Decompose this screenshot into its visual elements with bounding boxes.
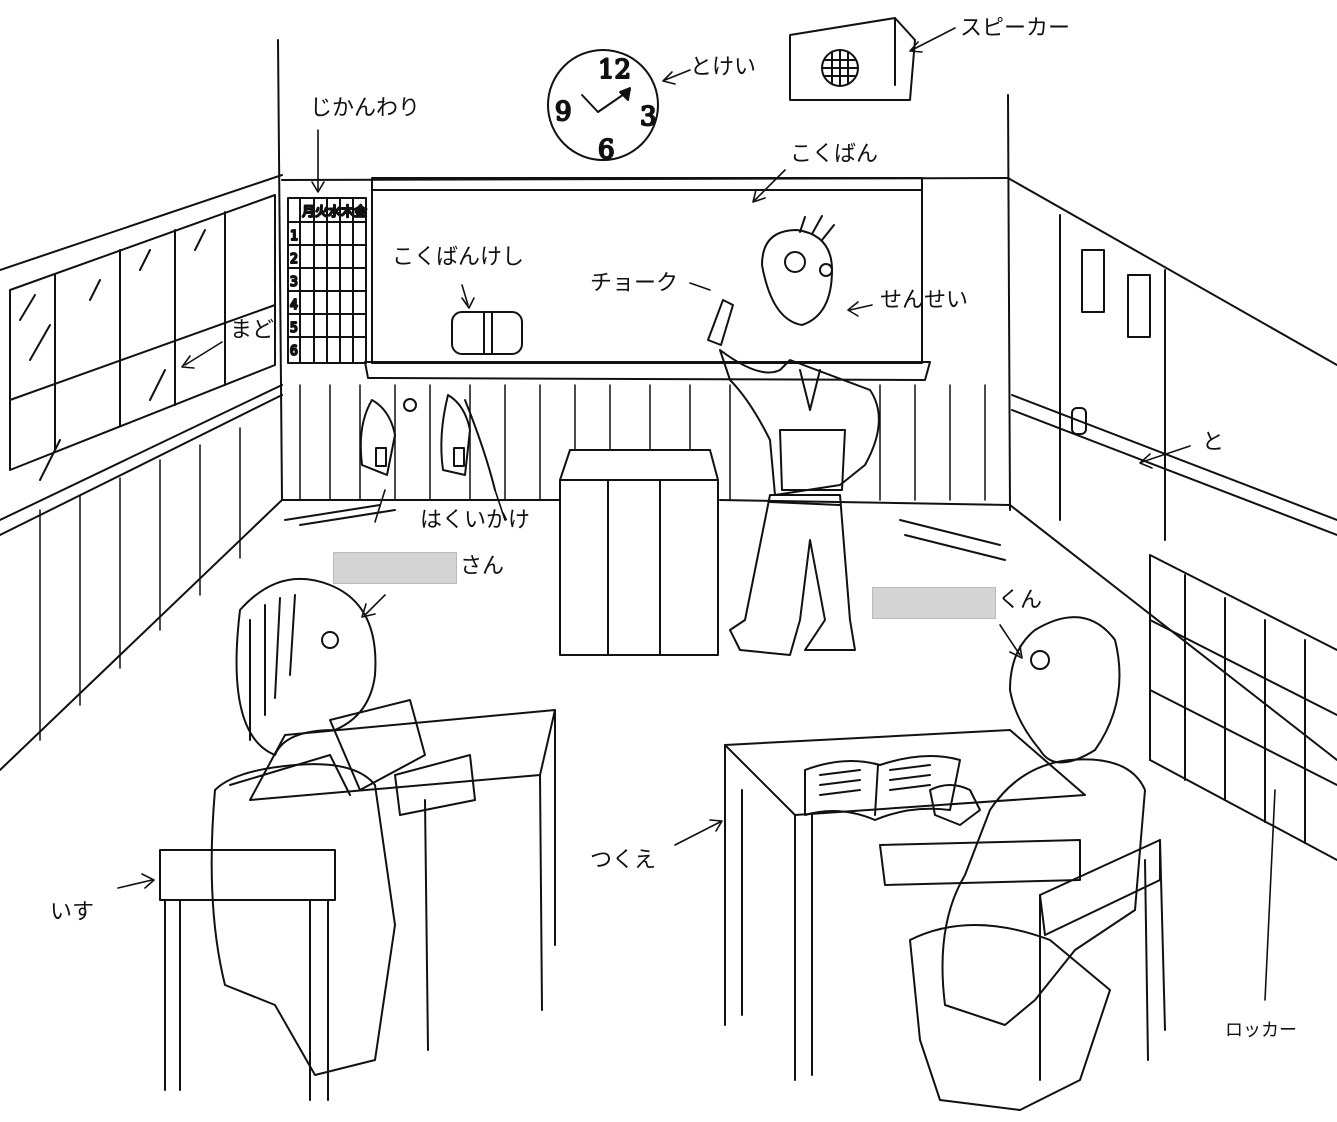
label-tsukue: つくえ xyxy=(590,848,657,873)
clock xyxy=(547,49,659,161)
clock-numeral: 3 xyxy=(640,102,657,132)
window xyxy=(9,194,276,481)
lockers xyxy=(1149,554,1337,861)
timetable-days: 月火水木金 xyxy=(301,203,368,221)
label-kokubankeshi: こくばんけし xyxy=(392,245,525,270)
clock-numeral: 12 xyxy=(598,55,631,85)
speaker xyxy=(789,17,916,101)
lectern xyxy=(559,449,719,656)
coat-hooks xyxy=(359,394,496,491)
name-blank-boy[interactable] xyxy=(872,587,996,619)
teacher xyxy=(707,215,880,656)
girl xyxy=(210,577,426,1076)
label-tokei: とけい xyxy=(690,55,757,80)
girl-desk xyxy=(249,709,556,1051)
label-kokuban: こくばん xyxy=(790,142,879,167)
timetable-day: 火 xyxy=(315,205,328,220)
label-jikanwari: じかんわり xyxy=(310,96,421,121)
timetable-day: 水 xyxy=(328,205,341,220)
name-blank-girl[interactable] xyxy=(333,552,457,584)
wainscot-panels xyxy=(39,384,986,741)
label-to: と xyxy=(1202,430,1225,455)
girl-chair xyxy=(159,849,336,1101)
timetable-day: 木 xyxy=(341,205,354,220)
timetable-period: 1 xyxy=(290,229,298,244)
timetable-periods: 1 2 3 4 5 6 xyxy=(289,228,299,360)
timetable-period: 3 xyxy=(290,275,298,290)
label-isu: いす xyxy=(50,900,95,925)
timetable-day: 月 xyxy=(302,205,315,220)
clock-numeral: 9 xyxy=(555,97,572,127)
timetable-period: 6 xyxy=(290,344,298,359)
clock-numerals: 12 369 xyxy=(554,54,658,166)
label-kun: くん xyxy=(998,588,1043,613)
boy-chair xyxy=(1039,839,1166,1081)
blackboard xyxy=(364,177,931,381)
room-walls xyxy=(0,39,1337,771)
timetable-period: 2 xyxy=(290,252,298,267)
annotation-arrows xyxy=(117,27,1276,1001)
clock-numeral: 6 xyxy=(598,135,615,165)
eraser xyxy=(451,311,523,355)
timetable-period: 4 xyxy=(290,298,298,313)
timetable-period: 5 xyxy=(290,321,298,336)
label-hakuikake: はくいかけ xyxy=(420,508,531,533)
label-speaker: スピーカー xyxy=(960,16,1071,41)
label-locker: ロッカー xyxy=(1225,1020,1297,1041)
boy xyxy=(909,616,1146,1111)
timetable xyxy=(287,197,367,364)
label-chalk: チョーク xyxy=(590,271,679,296)
timetable-day: 金 xyxy=(354,204,367,220)
label-mado: まど xyxy=(230,318,275,343)
label-sensei: せんせい xyxy=(880,288,969,313)
label-san: さん xyxy=(460,554,505,579)
boy-desk xyxy=(724,729,1086,1081)
door xyxy=(1059,214,1166,541)
